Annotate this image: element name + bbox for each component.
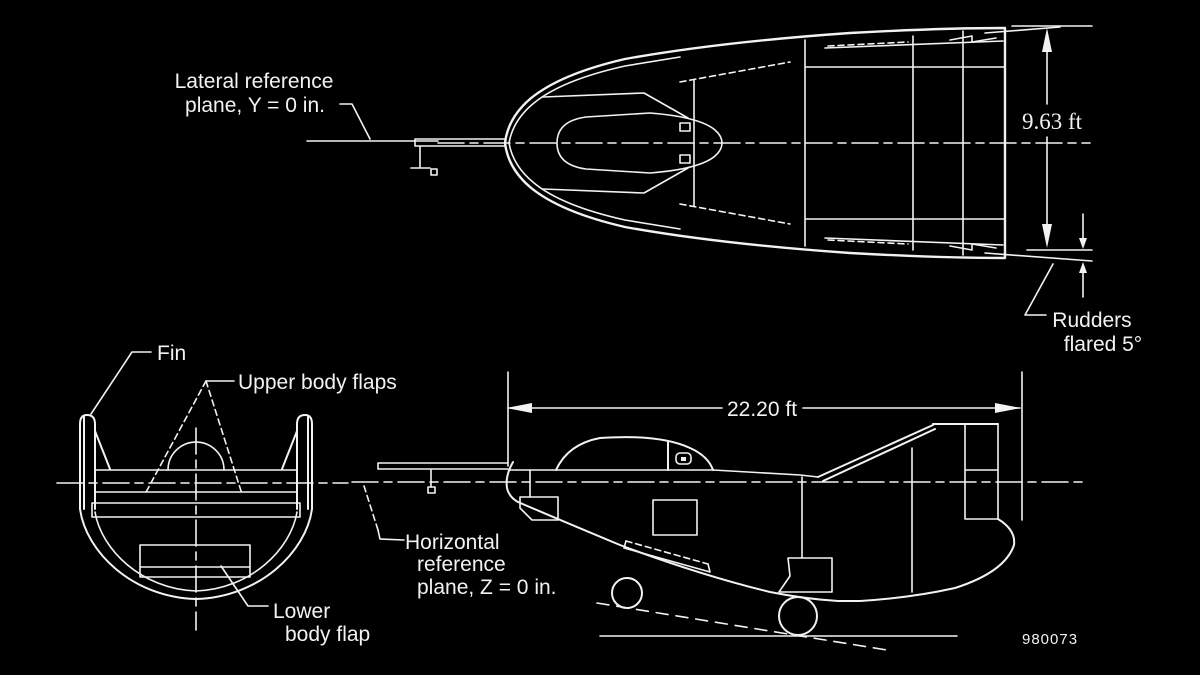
- length-arrow-right: [995, 403, 1021, 413]
- lateral-ref-leader: [339, 103, 371, 140]
- nose-gear-bay: [519, 496, 559, 521]
- height-dimension-text: 9.63 ft: [1022, 109, 1083, 134]
- side-view: Horizontal reference plane, Z = 0 in.: [351, 423, 1086, 652]
- flare-arrow-up: [1079, 262, 1087, 273]
- static-ground-line: [596, 602, 894, 652]
- rudders-label-line1: Rudders: [1052, 309, 1131, 332]
- front-view: Fin Upper body flaps Lower body flap: [56, 342, 397, 646]
- horizontal-ref-line2: reference: [417, 553, 506, 576]
- top-view-inner-leading-edge: [508, 56, 681, 230]
- side-fin: [817, 423, 999, 482]
- canopy-window-dot: [681, 457, 686, 461]
- front-left-fin: [79, 414, 111, 510]
- nose-wheel: [611, 577, 643, 609]
- fin-label: Fin: [157, 342, 186, 365]
- side-canopy: [555, 436, 714, 471]
- lower-body-flap-outline: [139, 544, 251, 578]
- flare-arrow-down: [1079, 238, 1087, 249]
- height-arrow-down: [1042, 224, 1052, 248]
- canopy-window: [675, 452, 692, 465]
- boom-bracket-plan: [430, 168, 438, 176]
- figure-number: 980073: [1022, 631, 1078, 648]
- lateral-ref-label: Lateral reference plane, Y = 0 in.: [175, 70, 334, 117]
- top-view: [306, 26, 1093, 262]
- lower-flap-label-line1: Lower: [273, 600, 330, 623]
- side-aft-outline: [837, 518, 1016, 602]
- dimension-height: 9.63 ft: [1011, 25, 1093, 251]
- horizontal-ref-line3: plane, Z = 0 in.: [417, 576, 557, 599]
- horizontal-ref-leader-diag: [363, 485, 379, 531]
- lateral-ref-line1: Lateral reference: [175, 70, 334, 93]
- front-canopy-dome: [167, 441, 225, 471]
- flare-arrow-shafts: [1024, 213, 1084, 316]
- upper-flaps-label: Upper body flaps: [238, 371, 397, 394]
- equipment-bay: [652, 499, 698, 536]
- horizontal-ref-line1: Horizontal: [405, 531, 500, 554]
- rudder-flare-callout: Rudders flared 5°: [1024, 213, 1142, 356]
- length-dimension-text: 22.20 ft: [727, 398, 797, 421]
- length-arrow-left: [506, 403, 532, 413]
- lower-flap-label-line2: body flap: [285, 623, 370, 646]
- side-frame-lines: [529, 447, 913, 593]
- boom-bracket-side: [427, 486, 436, 494]
- upper-flaps-leader-v: [144, 380, 243, 495]
- canopy-hatch-detail-lower: [679, 154, 691, 164]
- main-wheel: [778, 596, 818, 636]
- nose-boom-plan: [306, 138, 506, 169]
- lower-flap-leader: [220, 565, 269, 607]
- side-lower-flap: [623, 540, 711, 573]
- height-arrow-up: [1042, 28, 1052, 52]
- main-gear-skid: [778, 557, 833, 593]
- upper-flap-hinge-lines: [679, 41, 909, 245]
- fin-leader: [90, 351, 152, 415]
- dimension-length: 22.20 ft: [506, 371, 1023, 521]
- canopy-plan-outline: [542, 92, 723, 194]
- horizontal-ref-leader-elbow: [377, 529, 405, 541]
- rudders-label-line2: flared 5°: [1064, 333, 1142, 356]
- height-extension-lines: [1011, 25, 1093, 251]
- side-rudder: [964, 423, 999, 520]
- fin-plan-lines: [824, 26, 1093, 262]
- nose-boom-side: [377, 462, 509, 488]
- side-lower-flap-hinge: [625, 540, 709, 565]
- front-right-fin: [281, 414, 313, 510]
- lateral-ref-line2: plane, Y = 0 in.: [185, 94, 325, 117]
- side-deck-line: [509, 469, 819, 478]
- side-belly-line: [517, 501, 839, 602]
- length-extension-lines: [507, 371, 1023, 521]
- canopy-hatch-detail-upper: [679, 122, 691, 132]
